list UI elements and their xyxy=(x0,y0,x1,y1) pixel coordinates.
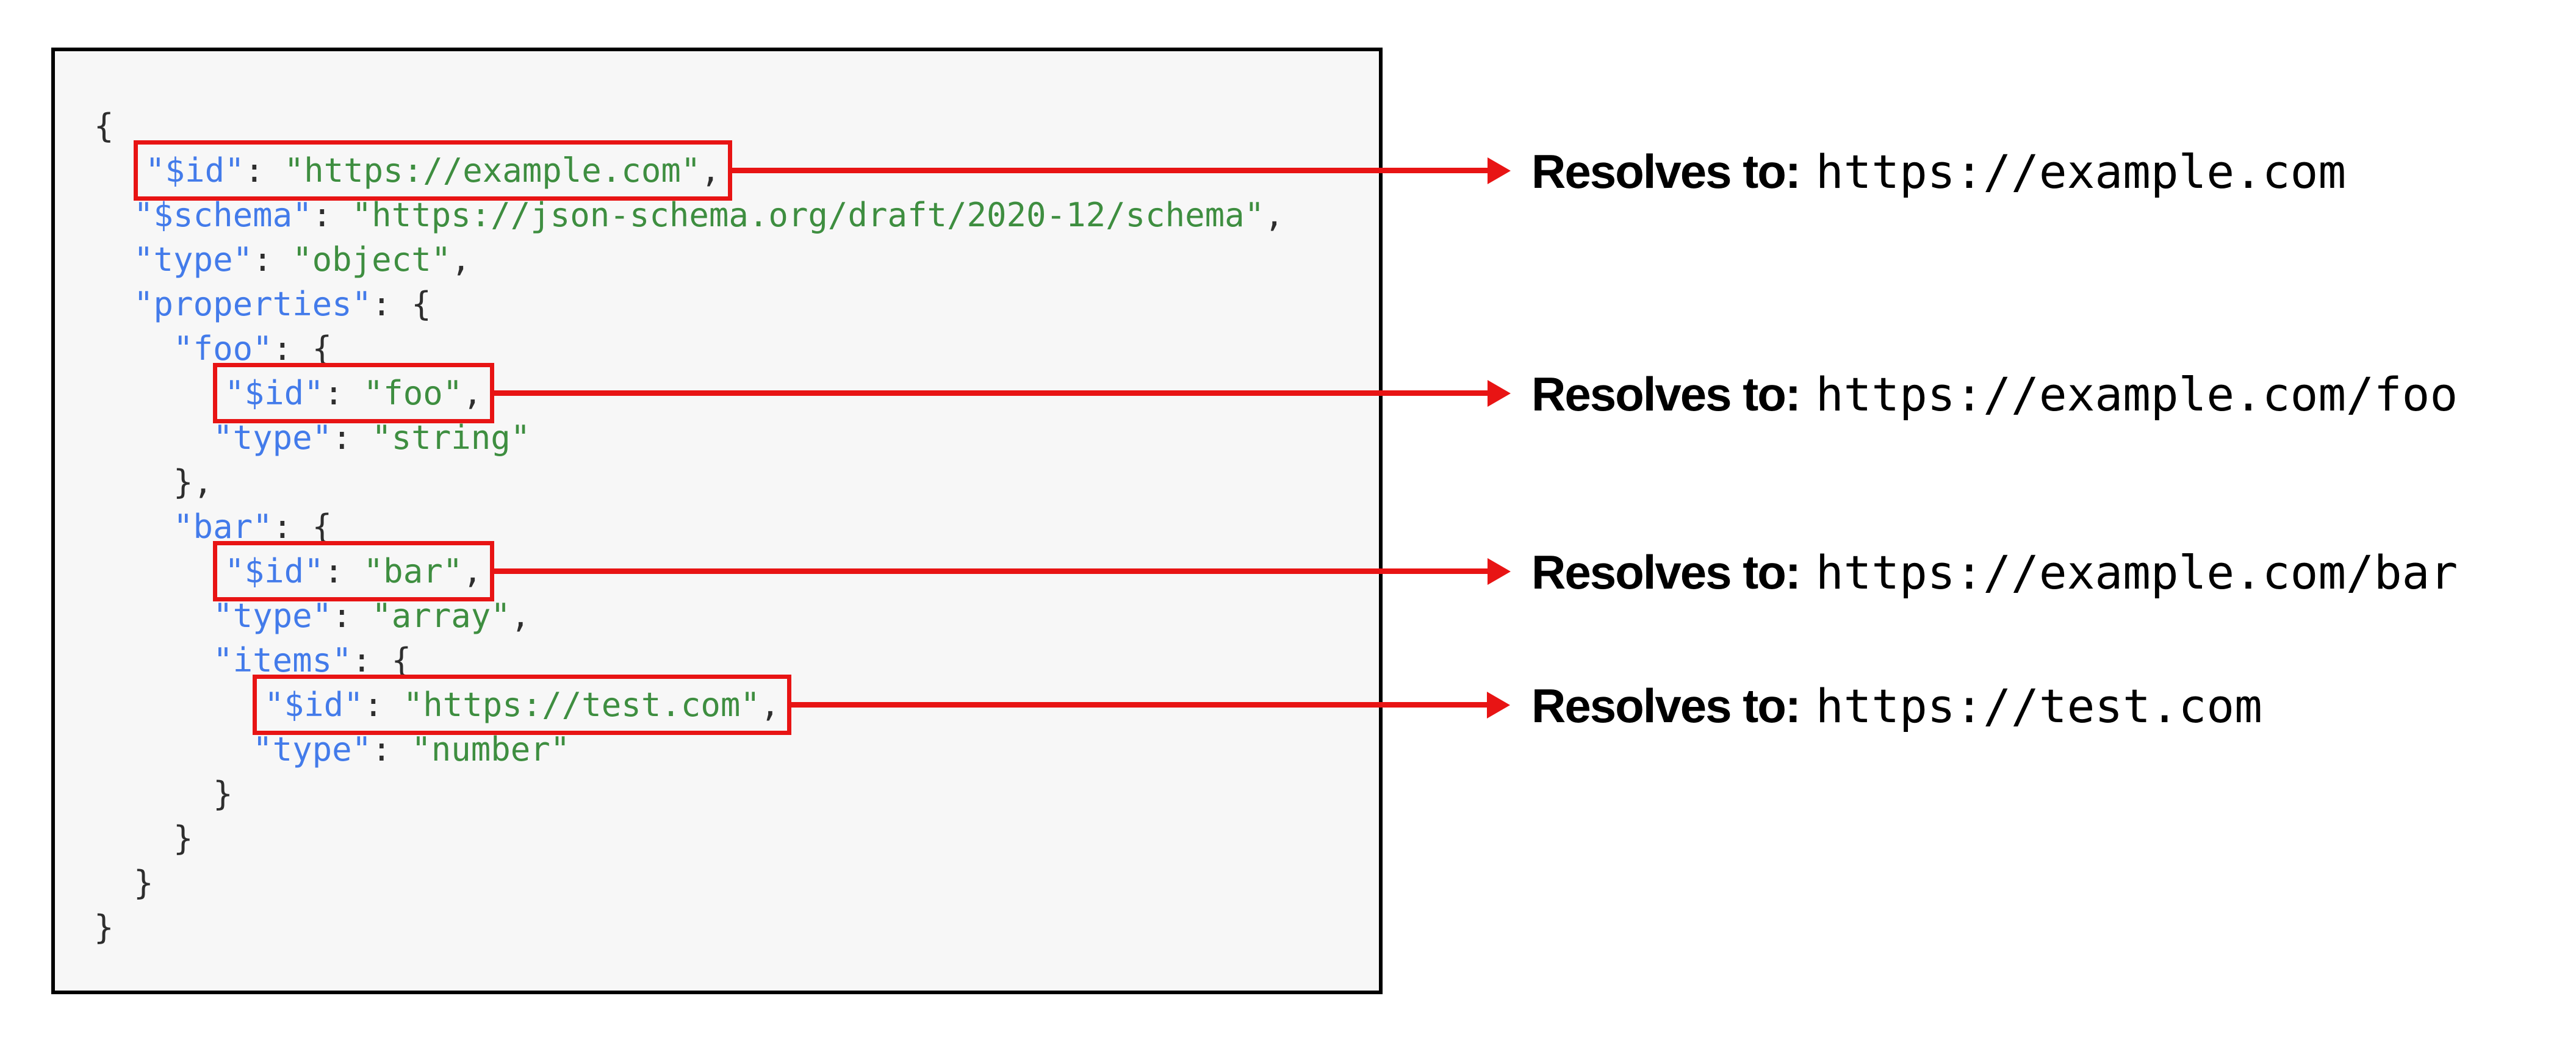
json-string-value: "object" xyxy=(292,240,452,279)
json-punctuation: : xyxy=(332,597,372,635)
json-key: "type" xyxy=(134,240,253,279)
code-line: "$id": "bar", xyxy=(94,541,1488,601)
highlight-box: "$id": "bar", xyxy=(213,541,1488,601)
json-punctuation: : xyxy=(253,240,293,279)
annotation-url: https://example.com xyxy=(1815,144,2347,199)
json-punctuation: , xyxy=(462,374,483,412)
annotation-label: Resolves to: xyxy=(1531,367,1801,421)
json-key: "items" xyxy=(213,641,352,679)
json-punctuation: : { xyxy=(372,285,431,323)
json-punctuation: : xyxy=(323,374,364,412)
code-line: "bar": { xyxy=(94,504,1355,549)
json-punctuation: : { xyxy=(272,507,333,546)
json-schema-code-panel: { "$id": "https://example.com", "$schema… xyxy=(51,48,1488,994)
json-string-value: "https://example.com" xyxy=(284,151,701,190)
json-key: "bar" xyxy=(173,507,273,546)
annotation-label: Resolves to: xyxy=(1531,144,1801,198)
json-punctuation: { xyxy=(94,107,114,145)
json-punctuation: , xyxy=(760,686,780,724)
code-line: "type": "string" xyxy=(94,415,1355,460)
json-punctuation: } xyxy=(134,864,154,902)
arrow-connector xyxy=(732,168,1488,173)
annotation-label: Resolves to: xyxy=(1531,678,1801,733)
json-punctuation: , xyxy=(462,552,483,590)
highlight-box: "$id": "https://example.com", xyxy=(134,140,1488,201)
json-string-value: "foo" xyxy=(363,374,463,412)
code-line: "$id": "https://example.com", xyxy=(94,140,1488,201)
code-line: "items": { xyxy=(94,638,1355,683)
annotation-row: Resolves to: https://test.com xyxy=(1531,676,2262,735)
annotation-row: Resolves to: https://example.com/bar xyxy=(1531,543,2458,601)
code-line: "properties": { xyxy=(94,282,1355,326)
json-punctuation: } xyxy=(213,775,233,813)
json-key: "properties" xyxy=(134,285,372,323)
json-punctuation: : xyxy=(323,552,364,590)
code-block: { "$id": "https://example.com", "$schema… xyxy=(94,104,1488,950)
code-line: { xyxy=(94,104,1355,148)
json-key: "type" xyxy=(213,418,333,457)
json-string-value: "bar" xyxy=(363,552,463,590)
json-punctuation: : xyxy=(363,686,403,724)
json-punctuation: : xyxy=(332,418,372,457)
annotation-row: Resolves to: https://example.com xyxy=(1531,142,2346,201)
code-line: } xyxy=(94,772,1355,816)
code-line: "type": "array", xyxy=(94,593,1355,638)
code-line: "$schema": "https://json-schema.org/draf… xyxy=(94,193,1355,237)
annotation-url: https://example.com/bar xyxy=(1815,545,2458,600)
annotation-url: https://example.com/foo xyxy=(1815,367,2458,421)
json-string-value: "number" xyxy=(411,730,570,769)
json-punctuation: , xyxy=(451,240,471,279)
json-punctuation: : xyxy=(372,730,412,769)
json-punctuation: , xyxy=(1264,196,1284,234)
annotation-row: Resolves to: https://example.com/foo xyxy=(1531,365,2458,423)
arrow-connector xyxy=(791,702,1488,708)
code-line: "type": "number" xyxy=(94,727,1355,772)
json-string-value: "https://json-schema.org/draft/2020-12/s… xyxy=(351,196,1265,234)
json-punctuation: : { xyxy=(272,329,333,368)
json-key: "type" xyxy=(253,730,372,769)
arrow-connector xyxy=(494,390,1488,396)
json-string-value: "https://test.com" xyxy=(403,686,760,724)
json-punctuation: } xyxy=(94,908,114,947)
json-punctuation: , xyxy=(700,151,721,190)
json-key: "$id" xyxy=(225,374,324,412)
json-key: "$id" xyxy=(145,151,245,190)
code-line: } xyxy=(94,816,1355,861)
json-key: "type" xyxy=(213,597,333,635)
code-line: }, xyxy=(94,460,1355,504)
json-string-value: "string" xyxy=(372,418,531,457)
json-punctuation: }, xyxy=(173,463,214,501)
annotation-label: Resolves to: xyxy=(1531,545,1801,599)
highlight-box: "$id": "foo", xyxy=(213,363,1488,423)
code-line: } xyxy=(94,861,1355,905)
json-key: "$id" xyxy=(264,686,364,724)
code-line: "foo": { xyxy=(94,326,1355,371)
code-line: "type": "object", xyxy=(94,237,1355,282)
code-line: "$id": "https://test.com", xyxy=(94,675,1488,735)
arrow-connector xyxy=(494,568,1488,574)
annotation-url: https://test.com xyxy=(1815,678,2262,733)
json-punctuation: : xyxy=(312,196,352,234)
json-punctuation: } xyxy=(173,819,193,858)
highlight-box: "$id": "https://test.com", xyxy=(253,675,1488,735)
code-line: } xyxy=(94,905,1355,950)
code-line: "$id": "foo", xyxy=(94,363,1488,423)
json-key: "$id" xyxy=(225,552,324,590)
json-punctuation: , xyxy=(510,597,531,635)
json-punctuation: : { xyxy=(351,641,412,679)
json-string-value: "array" xyxy=(372,597,511,635)
json-key: "foo" xyxy=(173,329,273,368)
json-key: "$schema" xyxy=(134,196,312,234)
json-punctuation: : xyxy=(244,151,284,190)
